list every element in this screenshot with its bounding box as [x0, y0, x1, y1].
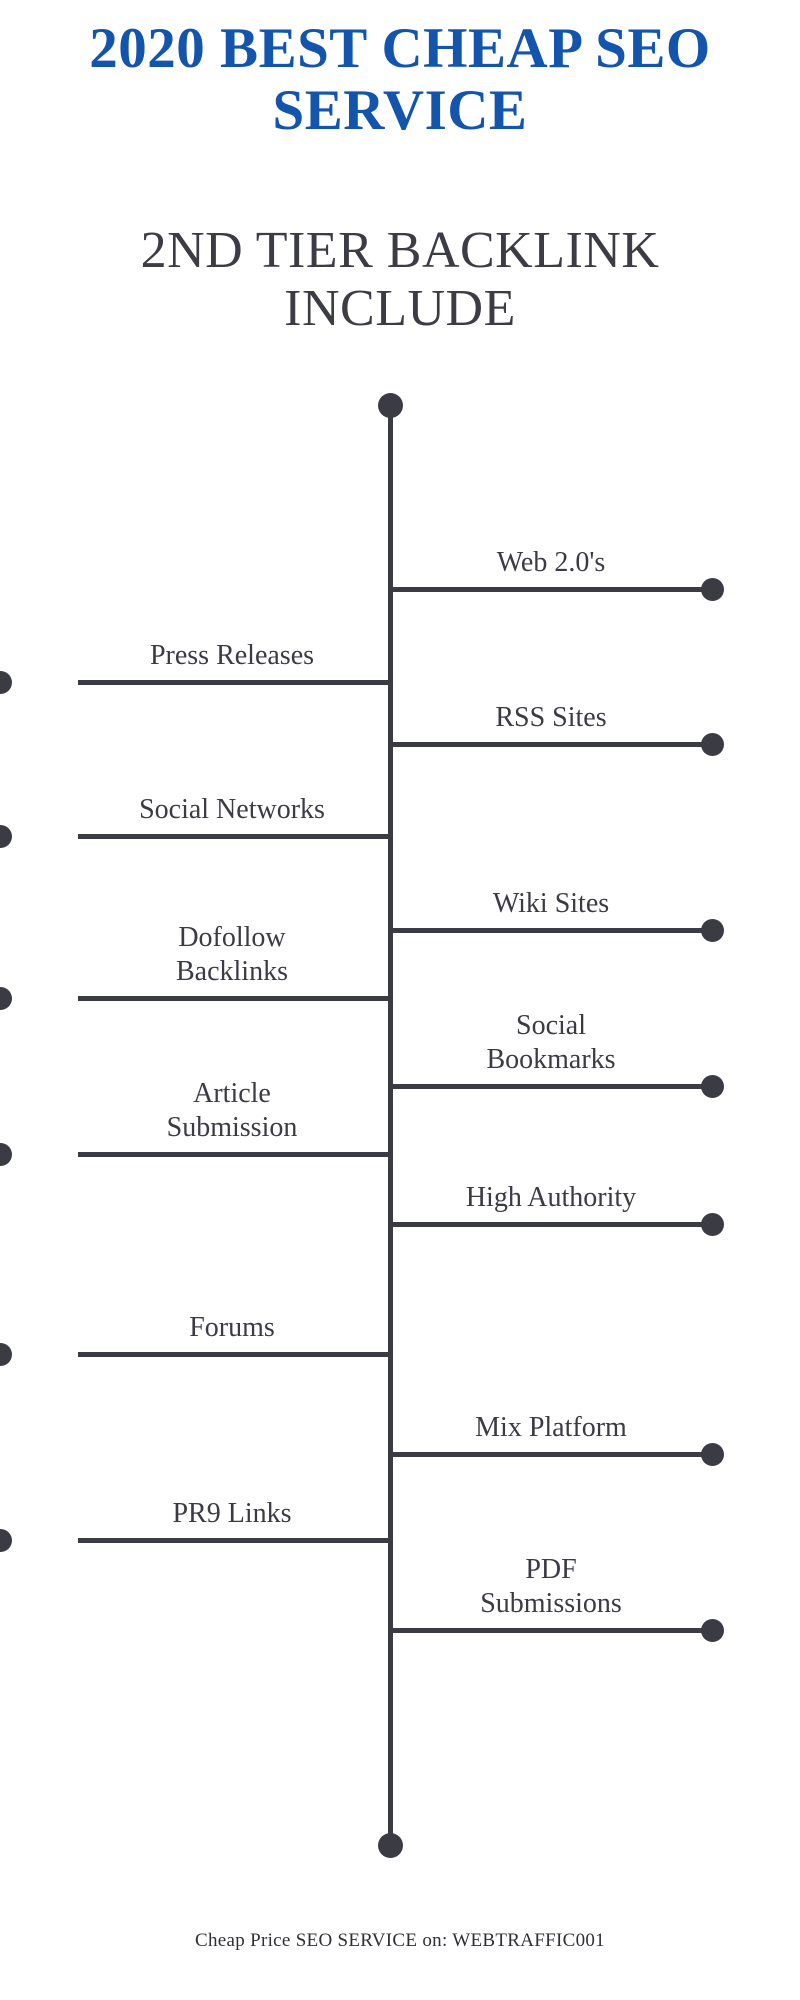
branch-connector-line [391, 1222, 713, 1227]
branch-label: Article Submission [166, 1077, 298, 1143]
branch-end-dot [0, 1529, 12, 1552]
branch-connector-line [78, 1538, 390, 1543]
header-block: 2020 BEST CHEAP SEO SERVICE [0, 18, 800, 141]
page-title: 2020 BEST CHEAP SEO SERVICE [89, 17, 711, 142]
timeline-start-dot [378, 393, 403, 418]
branch-end-dot [0, 1343, 12, 1366]
branch-end-dot [701, 1443, 724, 1466]
branch-connector-line [78, 1152, 390, 1157]
branch-label: PR9 Links [172, 1497, 292, 1529]
branch-end-dot [0, 987, 12, 1010]
branch-connector-line [391, 928, 713, 933]
branch-label: Dofollow Backlinks [176, 921, 288, 987]
timeline-spine [388, 405, 393, 1845]
branch-connector-line [391, 742, 713, 747]
branch-label: Mix Platform [475, 1411, 627, 1443]
branch-connector-line [391, 1084, 713, 1089]
branch-label: Social Networks [139, 793, 325, 825]
branch-connector-line [78, 996, 390, 1001]
branch-label: Web 2.0's [496, 546, 606, 578]
branch-connector-line [391, 587, 713, 592]
branch-connector-line [78, 1352, 390, 1357]
branch-end-dot [701, 733, 724, 756]
branch-connector-line [78, 834, 390, 839]
branch-end-dot [701, 1213, 724, 1236]
branch-connector-line [391, 1452, 713, 1457]
branch-end-dot [701, 578, 724, 601]
branch-connector-line [78, 680, 390, 685]
page-subtitle: 2ND TIER BACKLINK INCLUDE [140, 222, 660, 338]
branch-label: Forums [189, 1311, 275, 1343]
branch-end-dot [0, 671, 12, 694]
branch-end-dot [701, 1619, 724, 1642]
branch-connector-line [391, 1628, 713, 1633]
branch-label: Wiki Sites [492, 887, 610, 919]
branch-end-dot [701, 1075, 724, 1098]
branch-end-dot [0, 825, 12, 848]
footer-credit: Cheap Price SEO SERVICE on: WEBTRAFFIC00… [195, 1930, 605, 1951]
timeline-end-dot [378, 1833, 403, 1858]
branch-label: Press Releases [149, 639, 315, 671]
branch-label: High Authority [465, 1181, 637, 1213]
branch-label: Social Bookmarks [486, 1009, 616, 1075]
branch-end-dot [701, 919, 724, 942]
branch-label: RSS Sites [495, 701, 607, 733]
branch-end-dot [0, 1143, 12, 1166]
branch-label: PDF Submissions [480, 1553, 622, 1619]
subtitle-block: 2ND TIER BACKLINK INCLUDE [0, 222, 800, 338]
